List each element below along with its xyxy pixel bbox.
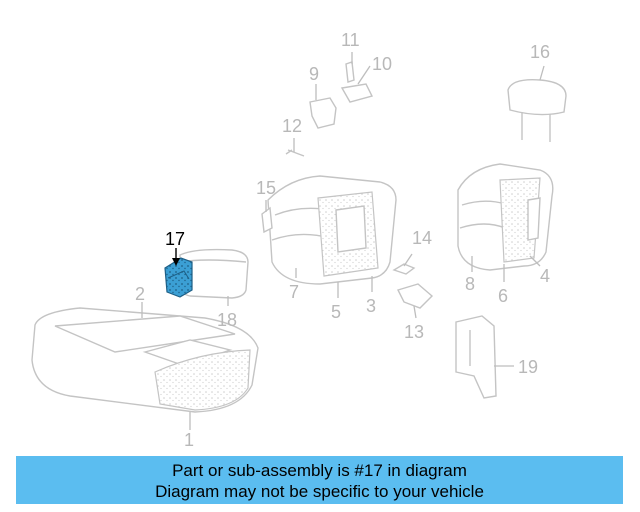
leader-lines bbox=[141, 52, 545, 430]
banner-line-2: Diagram may not be specific to your vehi… bbox=[155, 482, 484, 501]
callout-9: 9 bbox=[309, 64, 319, 84]
callout-4: 4 bbox=[540, 266, 550, 286]
callout-3: 3 bbox=[366, 296, 376, 316]
callout-13: 13 bbox=[404, 322, 424, 342]
callout-1: 1 bbox=[184, 430, 194, 450]
callout-7: 7 bbox=[289, 282, 299, 302]
callout-8: 8 bbox=[465, 274, 475, 294]
callout-14: 14 bbox=[412, 228, 432, 248]
callout-18: 18 bbox=[217, 310, 237, 330]
callout-11: 11 bbox=[341, 30, 360, 50]
trim-panel bbox=[455, 315, 497, 399]
small-parts bbox=[261, 61, 434, 309]
left-seatback bbox=[267, 175, 397, 285]
callout-19: 19 bbox=[518, 357, 538, 377]
callout-16: 16 bbox=[530, 42, 550, 62]
info-banner: Part or sub-assembly is #17 in diagram D… bbox=[16, 456, 623, 504]
callout-6: 6 bbox=[498, 286, 508, 306]
right-seatback bbox=[457, 163, 554, 271]
callout-15: 15 bbox=[256, 178, 276, 198]
callout-17: 17 bbox=[165, 229, 185, 249]
seat-cushion bbox=[31, 307, 259, 413]
headrest bbox=[507, 79, 567, 142]
callout-10: 10 bbox=[372, 54, 392, 74]
callout-2: 2 bbox=[135, 284, 145, 304]
part-17-highlighted[interactable] bbox=[164, 257, 193, 298]
banner-line-1: Part or sub-assembly is #17 in diagram bbox=[172, 461, 467, 480]
leader-17 bbox=[172, 248, 180, 266]
parts-diagram: 1 2 3 4 5 6 7 8 9 10 11 12 13 14 15 16 1… bbox=[31, 30, 567, 450]
callout-labels: 1 2 3 4 5 6 7 8 9 10 11 12 13 14 15 16 1… bbox=[135, 30, 550, 450]
callout-12: 12 bbox=[282, 116, 302, 136]
callout-5: 5 bbox=[331, 302, 341, 322]
